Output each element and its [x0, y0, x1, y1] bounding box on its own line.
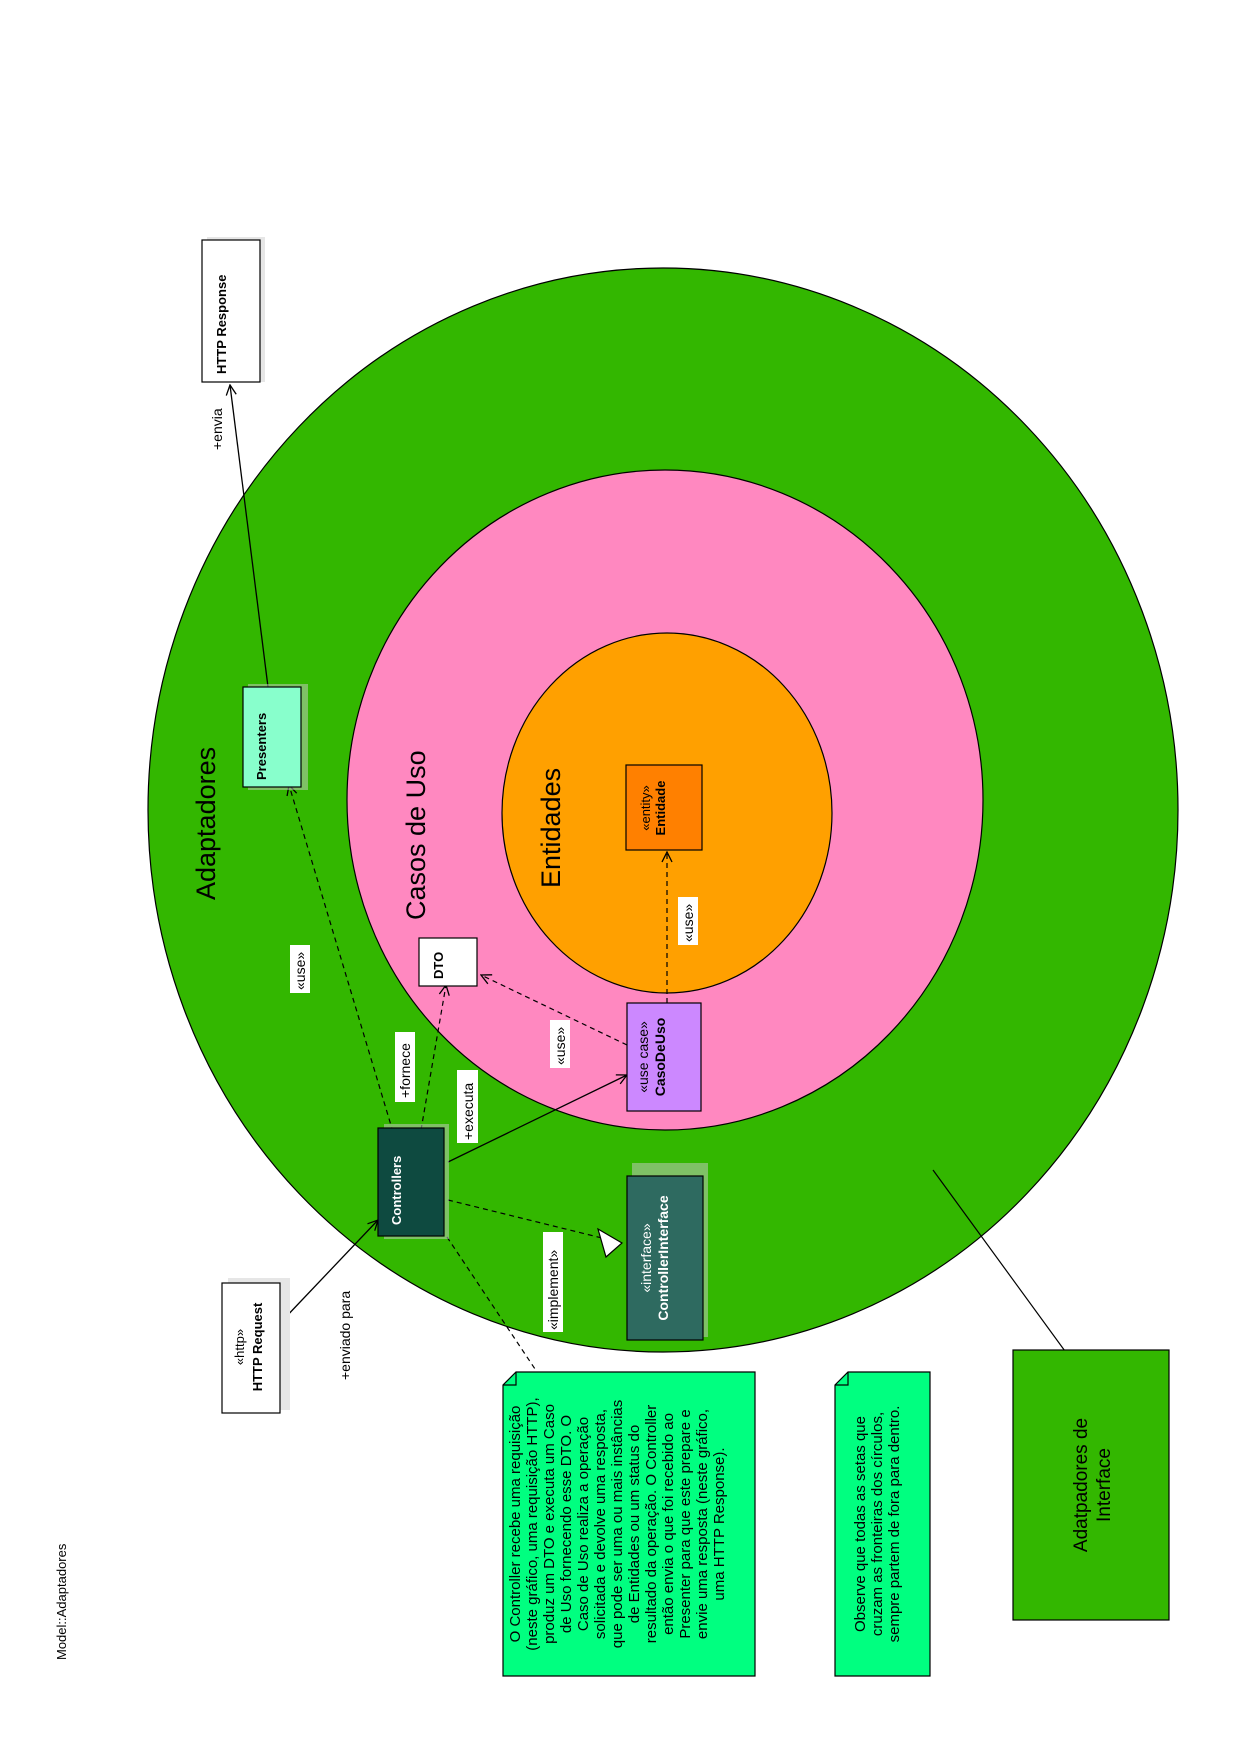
use-presenters-label: «use»: [292, 952, 308, 990]
use-dto-label: «use»: [552, 1027, 568, 1065]
controller-interface-name: ControllerInterface: [655, 1195, 671, 1320]
dto-name: DTO: [431, 952, 446, 979]
envia-label: +envia: [209, 408, 225, 450]
controller-note-line: que pode ser uma ou mais instâncias: [609, 1400, 626, 1648]
controller-note-line: O Controller recebe uma requisição: [507, 1406, 524, 1643]
executa-line: [447, 1075, 627, 1163]
arrows-note-line: Observe que todas as setas que: [852, 1416, 869, 1632]
http-response-name: HTTP Response: [214, 275, 229, 374]
entidade-name: Entidade: [653, 781, 668, 836]
controller-note-line: de Entidades ou um status do: [626, 1425, 643, 1623]
legend-line-2: Interface: [1094, 1448, 1115, 1522]
arrows-note-line: sempre partem de fora para dentro.: [886, 1406, 903, 1643]
presenters-name: Presenters: [254, 713, 269, 780]
controller-note-line: (neste gráfico, uma requisição HTTP),: [524, 1397, 541, 1650]
entities-title: Entidades: [536, 768, 566, 888]
presenters-box[interactable]: [242, 686, 302, 788]
fornece-label: +fornece: [397, 1043, 413, 1098]
fornece-label-bg: [395, 1032, 415, 1102]
http-request-name: HTTP Request: [250, 1302, 265, 1391]
use-cases-title: Casos de Uso: [401, 750, 431, 920]
entidade-box[interactable]: [625, 764, 703, 851]
controller-note-line: uma HTTP Response).: [711, 1447, 728, 1600]
controller-note-line: Presenter para que este prepare e: [677, 1409, 694, 1638]
controller-interface-stereotype: «interface»: [638, 1223, 654, 1292]
model-label: Model::Adaptadores: [54, 1543, 69, 1660]
implement-arrowhead: [597, 1227, 624, 1259]
use-entidade-label: «use»: [680, 904, 696, 942]
executa-label: +executa: [460, 1083, 476, 1140]
controller-note-line: de Uso fornecendo esse DTO. O: [558, 1415, 575, 1633]
legend-line-1: Adatpadores de: [1071, 1418, 1092, 1552]
http-request-box[interactable]: [221, 1282, 281, 1414]
envia-line: [230, 385, 269, 688]
use-presenters-label-bg: [290, 945, 310, 993]
controllers-box[interactable]: [377, 1127, 445, 1237]
controller-note-line: Caso de Uso realiza a operação: [575, 1417, 592, 1631]
entidade-stereotype: «entity»: [638, 785, 653, 831]
arrows-note: Observe que todas as setas que cruzam as…: [834, 1371, 931, 1677]
controller-note: O Controller recebe uma requisição (nest…: [502, 1371, 756, 1677]
enviado-para-label: +enviado para: [337, 1291, 353, 1380]
controllers-name: Controllers: [389, 1156, 404, 1225]
dto-box[interactable]: [418, 937, 478, 987]
note-connector: [446, 1236, 538, 1373]
controller-note-line: produz um DTO e executa um Caso: [541, 1404, 558, 1644]
implement-label-bg: [543, 1232, 563, 1332]
adapters-title: Adaptadores: [191, 747, 221, 900]
http-response-box[interactable]: [201, 239, 261, 383]
http-request-stereotype: «http»: [232, 1329, 247, 1365]
controller-interface-box[interactable]: [626, 1175, 704, 1341]
controller-note-line: envie uma resposta (neste gráfico,: [694, 1409, 711, 1639]
use-entidade-label-bg: [678, 897, 698, 945]
caso-de-uso-stereotype: «use case»: [635, 1021, 651, 1093]
implement-label: «implement»: [545, 1250, 561, 1330]
fornece-line: [420, 985, 446, 1131]
arrows-note-line: cruzam as fronteiras dos círculos,: [869, 1412, 886, 1636]
controller-note-line: então envia o que foi recebido ao: [660, 1413, 677, 1635]
caso-de-uso-box[interactable]: [626, 1002, 702, 1112]
enviado-para-line: [282, 1220, 378, 1321]
use-presenters-line: [289, 785, 394, 1133]
legend-box: [1012, 1349, 1170, 1621]
caso-de-uso-name: CasoDeUso: [652, 1018, 668, 1097]
executa-label-bg: [457, 1070, 478, 1143]
use-dto-label-bg: [550, 1020, 570, 1068]
controller-note-line: resultado da operação. O Controller: [643, 1405, 660, 1643]
controller-note-line: solicitada e devolve uma resposta,: [592, 1409, 609, 1639]
